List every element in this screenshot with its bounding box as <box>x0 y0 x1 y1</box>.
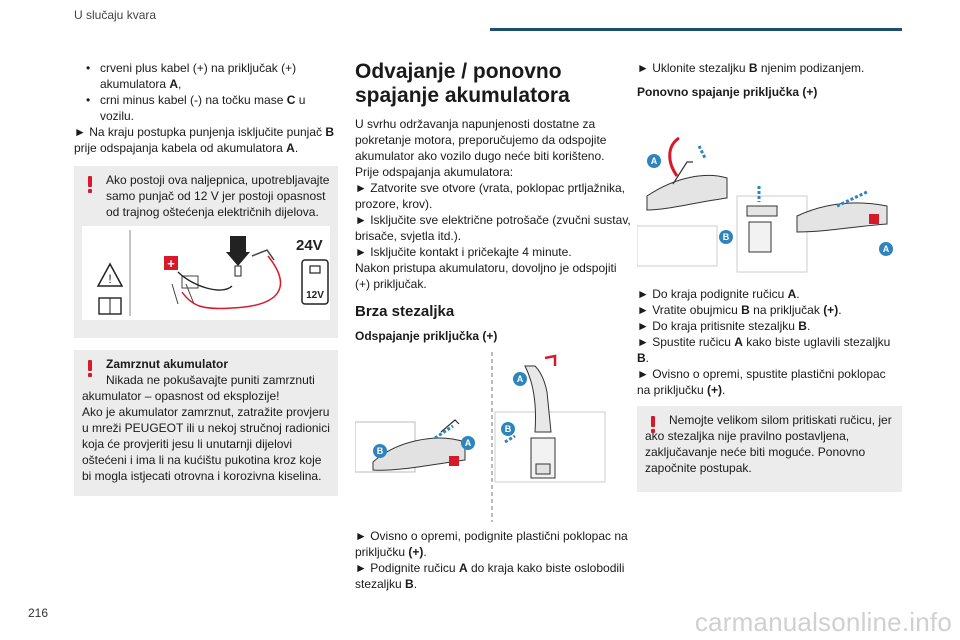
callout-a: A <box>461 436 475 450</box>
intro-paragraph: U svrhu održavanja napunjenosti dostatne… <box>355 117 607 163</box>
label-12v: 12V <box>306 290 324 301</box>
callout-a: A <box>647 154 661 168</box>
step: ► Ovisno o opremi, podignite plastični p… <box>355 529 628 559</box>
list-item: crveni plus kabel (+) na priključak (+) … <box>74 60 338 92</box>
clamp-reconnect-illustration <box>636 136 888 273</box>
warning-box: Ako postoji ova naljepnica, upotrebljava… <box>74 166 338 338</box>
callout-a: A <box>513 372 527 386</box>
step-paragraph: ► Na kraju postupka punjenja isključite … <box>74 125 335 155</box>
watermark: carmanualsonline.info <box>694 607 952 637</box>
disconnect-figure: B A A B <box>354 352 631 522</box>
column-2: Odvajanje / ponovno spajanje akumulatora… <box>354 60 631 592</box>
step: ► Isključite sve električne potrošače (z… <box>355 213 631 243</box>
warning-box: Nemojte velikom silom pritiskati ručicu,… <box>637 406 902 492</box>
callout-a: A <box>879 242 893 256</box>
warning-icon <box>651 416 655 433</box>
step: ► Vratite obujmicu B na priključak (+). <box>637 303 842 317</box>
warning-text: Nemojte velikom silom pritiskati ručicu,… <box>645 413 892 475</box>
running-header: U slučaju kvara <box>74 8 157 22</box>
column-1: crveni plus kabel (+) na priključak (+) … <box>74 60 338 496</box>
list-item: crni minus kabel (-) na točku mase C u v… <box>74 92 338 124</box>
charger-figure: ! + 24V 12V <box>82 226 330 320</box>
svg-text:+: + <box>167 256 175 271</box>
warning-icon <box>88 360 92 377</box>
subsubheading: Ponovno spajanje priključka (+) <box>637 85 818 99</box>
callout-b: B <box>373 444 387 458</box>
step: ► Isključite kontakt i pričekajte 4 minu… <box>355 245 572 259</box>
step: ► Do kraja podignite ručicu A. <box>637 287 800 301</box>
callout-b: B <box>501 422 515 436</box>
warning-text: Ako je akumulator zamrznut, zatražite pr… <box>82 405 330 483</box>
reconnect-figure: A B A <box>636 106 902 276</box>
clamp-disconnect-illustration <box>354 352 606 522</box>
callout-b: B <box>719 230 733 244</box>
step: ► Do kraja pritisnite stezaljku B. <box>637 319 811 333</box>
column-3: ► Uklonite stezaljku B njenim podizanjem… <box>636 60 902 492</box>
warning-text: Ako postoji ova naljepnica, upotrebljava… <box>106 173 330 219</box>
step: ► Zatvorite sve otvore (vrata, poklopac … <box>355 181 625 211</box>
paragraph: Nakon pristupa akumulatoru, dovoljno je … <box>355 261 617 291</box>
warning-icon <box>88 176 92 193</box>
header-bar <box>490 28 902 31</box>
paragraph: Prije odspajanja akumulatora: <box>355 165 514 179</box>
step: ► Spustite ručicu A kako biste uglavili … <box>637 335 891 365</box>
battery-charger-illustration: ! + 24V 12V <box>96 230 329 316</box>
page-number: 216 <box>28 606 49 620</box>
label-24v: 24V <box>296 237 323 254</box>
warning-text: Nikada ne pokušavajte puniti zamrznuti a… <box>82 373 315 403</box>
step: ► Uklonite stezaljku B njenim podizanjem… <box>637 61 865 75</box>
section-title: Odvajanje / ponovno spajanje akumulatora <box>355 60 570 107</box>
step: ► Ovisno o opremi, spustite plastični po… <box>637 367 886 397</box>
step: ► Podignite ručicu A do kraja kako biste… <box>355 561 625 591</box>
warning-box-frozen: Zamrznut akumulator Nikada ne pokušavajt… <box>74 350 338 496</box>
subsubheading: Odspajanje priključka (+) <box>355 329 498 343</box>
svg-text:!: ! <box>108 272 111 286</box>
subheading: Brza stezaljka <box>355 303 455 320</box>
warning-title: Zamrznut akumulator <box>106 357 229 371</box>
